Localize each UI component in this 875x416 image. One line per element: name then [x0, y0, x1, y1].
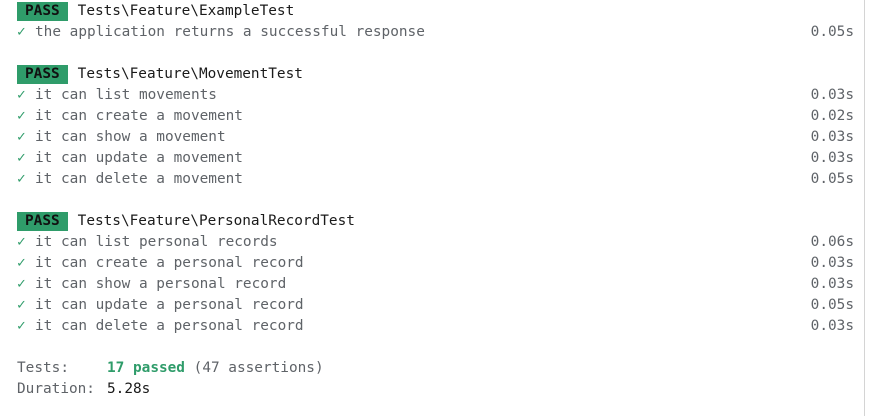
test-duration: 0.03s	[810, 129, 854, 145]
summary-duration-line: Duration: 5.28s	[17, 379, 864, 400]
test-duration: 0.05s	[810, 297, 854, 313]
test-duration: 0.03s	[810, 318, 854, 334]
check-icon: ✓	[17, 129, 26, 145]
test-name: it can list movements	[35, 87, 217, 103]
tests-label: Tests:	[17, 360, 69, 376]
test-duration: 0.05s	[810, 24, 854, 40]
suite-name: Tests\Feature\PersonalRecordTest	[77, 213, 355, 229]
check-icon: ✓	[17, 87, 26, 103]
test-name: it can delete a personal record	[35, 318, 304, 334]
suite-header: PASS Tests\Feature\ExampleTest	[0, 1, 864, 22]
test-row: ✓ it can create a personal record 0.03s	[0, 253, 855, 274]
check-icon: ✓	[17, 276, 26, 292]
test-name: it can show a movement	[35, 129, 226, 145]
test-row: ✓ it can update a personal record 0.05s	[0, 295, 855, 316]
assertions-count: (47 assertions)	[193, 360, 324, 376]
test-duration: 0.03s	[810, 87, 854, 103]
check-icon: ✓	[17, 255, 26, 271]
test-duration: 0.05s	[810, 171, 854, 187]
suite-name: Tests\Feature\ExampleTest	[77, 3, 295, 19]
check-icon: ✓	[17, 318, 26, 334]
test-row: ✓ it can show a personal record 0.03s	[0, 274, 855, 295]
test-summary: Tests: 17 passed (47 assertions) Duration…	[0, 358, 864, 400]
check-icon: ✓	[17, 171, 26, 187]
passed-count: 17 passed	[107, 360, 185, 376]
test-row: ✓ it can list movements 0.03s	[0, 85, 855, 106]
check-icon: ✓	[17, 234, 26, 250]
test-name: it can create a movement	[35, 108, 243, 124]
check-icon: ✓	[17, 150, 26, 166]
test-name: it can delete a movement	[35, 171, 243, 187]
test-row: ✓ it can list personal records 0.06s	[0, 232, 855, 253]
test-duration: 0.03s	[810, 150, 854, 166]
pass-badge: PASS	[17, 212, 68, 231]
test-row: ✓ it can delete a personal record 0.03s	[0, 316, 855, 337]
test-suite-example: PASS Tests\Feature\ExampleTest ✓ the app…	[0, 1, 864, 43]
test-name: it can create a personal record	[35, 255, 304, 271]
test-duration: 0.06s	[810, 234, 854, 250]
check-icon: ✓	[17, 108, 26, 124]
test-name: the application returns a successful res…	[35, 24, 425, 40]
test-row: ✓ the application returns a successful r…	[0, 22, 855, 43]
pass-badge: PASS	[17, 65, 68, 84]
suite-name: Tests\Feature\MovementTest	[77, 66, 303, 82]
test-name: it can update a movement	[35, 150, 243, 166]
check-icon: ✓	[17, 24, 26, 40]
test-row: ✓ it can create a movement 0.02s	[0, 106, 855, 127]
test-row: ✓ it can show a movement 0.03s	[0, 127, 855, 148]
suite-header: PASS Tests\Feature\PersonalRecordTest	[0, 211, 864, 232]
test-name: it can show a personal record	[35, 276, 287, 292]
duration-label: Duration:	[17, 381, 95, 397]
test-duration: 0.02s	[810, 108, 854, 124]
test-duration: 0.03s	[810, 255, 854, 271]
test-suite-movement: PASS Tests\Feature\MovementTest ✓ it can…	[0, 64, 864, 190]
test-duration: 0.03s	[810, 276, 854, 292]
test-row: ✓ it can update a movement 0.03s	[0, 148, 855, 169]
test-row: ✓ it can delete a movement 0.05s	[0, 169, 855, 190]
suite-header: PASS Tests\Feature\MovementTest	[0, 64, 864, 85]
test-name: it can list personal records	[35, 234, 278, 250]
test-name: it can update a personal record	[35, 297, 304, 313]
pass-badge: PASS	[17, 2, 68, 21]
total-duration: 5.28s	[107, 381, 151, 397]
summary-tests-line: Tests: 17 passed (47 assertions)	[17, 358, 864, 379]
test-suite-personal-record: PASS Tests\Feature\PersonalRecordTest ✓ …	[0, 211, 864, 337]
check-icon: ✓	[17, 297, 26, 313]
